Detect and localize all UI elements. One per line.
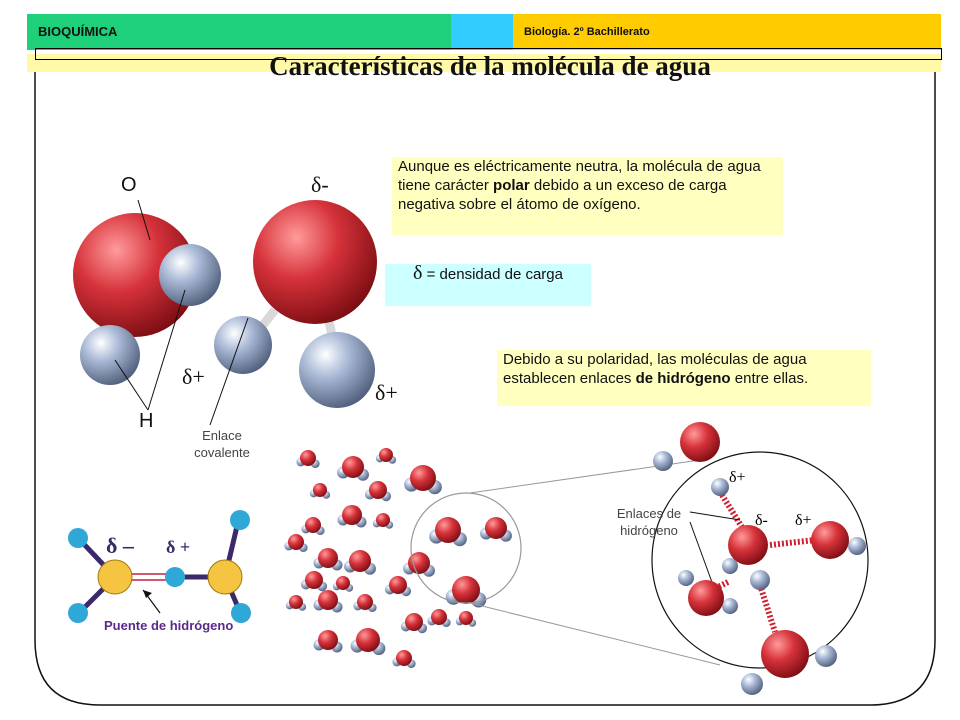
cluster-oxygen xyxy=(410,465,436,491)
hb-delta-minus: δ – xyxy=(106,533,134,558)
zoom-hydrogen xyxy=(722,558,738,574)
label-covalent-line1: Enlace xyxy=(202,428,242,443)
box3-text-1: Debido a su polaridad, las moléculas de … xyxy=(503,351,807,387)
header-course-bar xyxy=(513,14,941,50)
zoom-hydrogen xyxy=(653,451,673,471)
label-hydrogen: H xyxy=(139,410,154,432)
cluster-oxygen xyxy=(336,576,350,590)
box1-text-2: debido a un exceso de carga negativa sob… xyxy=(398,177,727,213)
hydrogen-atom-1b xyxy=(80,325,140,385)
zoom-hydrogen xyxy=(848,537,866,555)
cluster-oxygen xyxy=(452,576,480,604)
cluster-oxygen xyxy=(405,613,423,631)
hb-caption: Puente de hidrógeno xyxy=(104,618,234,633)
cluster-oxygen xyxy=(376,513,390,527)
cluster-oxygen xyxy=(313,483,327,497)
hydrogen-atom-1a xyxy=(159,244,221,306)
hb-oxygen-right xyxy=(207,559,243,595)
cluster-oxygen xyxy=(342,456,364,478)
zoom-hydrogen xyxy=(815,645,837,667)
cluster-oxygen xyxy=(305,571,323,589)
header-subject: BIOQUÍMICA xyxy=(38,24,118,39)
cluster-oxygen xyxy=(288,534,304,550)
label-delta-minus: δ- xyxy=(311,172,329,197)
oxygen-atom-2 xyxy=(253,200,377,324)
cluster-oxygen xyxy=(318,630,338,650)
hydrogen-bond-info-box: Debido a su polaridad, las moléculas de … xyxy=(497,350,871,406)
zoom-oxygen xyxy=(688,580,724,616)
zoom-hydrogen xyxy=(741,673,763,695)
zoom-hydrogen xyxy=(678,570,694,586)
header-accent-bar xyxy=(451,14,513,50)
label-covalent-bond: Enlace covalente xyxy=(180,427,264,461)
hydrogen-atom-2b xyxy=(299,332,375,408)
header-subject-bar xyxy=(27,14,451,50)
cluster-oxygen xyxy=(431,609,447,625)
label-oxygen: O xyxy=(121,174,137,196)
title-box xyxy=(35,48,942,60)
zoom-delta-plus-top: δ+ xyxy=(729,469,746,486)
cluster-oxygen xyxy=(435,517,461,543)
cluster-oxygen xyxy=(379,448,393,462)
cluster-oxygen xyxy=(389,576,407,594)
zoom-delta-minus: δ- xyxy=(755,512,768,529)
zoom-hydrogen xyxy=(722,598,738,614)
cluster-oxygen xyxy=(349,550,371,572)
zoom-oxygen xyxy=(761,630,809,678)
cluster-oxygen xyxy=(318,548,338,568)
magnifier-circle xyxy=(410,492,522,604)
cluster-oxygen xyxy=(356,628,380,652)
cluster-oxygen xyxy=(300,450,316,466)
polarity-info-box: Aunque es eléctricamente neutra, la molé… xyxy=(392,157,783,235)
cluster-oxygen xyxy=(396,650,412,666)
label-delta-plus-1: δ+ xyxy=(182,364,205,389)
zoom-circle xyxy=(651,451,869,669)
cluster-oxygen xyxy=(289,595,303,609)
box3-text-2: entre ellas. xyxy=(730,370,809,387)
header-course: Biología. 2º Bachillerato xyxy=(524,26,650,38)
cluster-oxygen xyxy=(459,611,473,625)
zoom-hydrogen xyxy=(711,478,729,496)
cluster-oxygen xyxy=(357,594,373,610)
label-hbonds-line2: hidrógeno xyxy=(620,523,678,538)
page-title: Características de la molécula de agua xyxy=(269,51,711,81)
hydrogen-atom-2a xyxy=(214,316,272,374)
zoom-oxygen xyxy=(811,521,849,559)
label-covalent-line2: covalente xyxy=(194,445,250,460)
cluster-oxygen xyxy=(318,590,338,610)
zoom-delta-plus-right: δ+ xyxy=(795,512,812,529)
hb-oxygen-left xyxy=(97,559,133,595)
hb-delta-plus: δ + xyxy=(166,537,191,557)
box1-text-1: Aunque es eléctricamente neutra, la molé… xyxy=(398,158,761,194)
zoom-oxygen xyxy=(680,422,720,462)
oxygen-atom-1 xyxy=(73,213,197,337)
zoom-oxygen xyxy=(728,525,768,565)
label-hbonds-line1: Enlaces de xyxy=(616,506,682,521)
cluster-oxygen xyxy=(342,505,362,525)
cluster-oxygen xyxy=(485,517,507,539)
charge-density-box: δ = densidad de carga xyxy=(385,262,591,306)
box2-text: = densidad de carga xyxy=(422,266,563,283)
box2-delta: δ xyxy=(413,262,423,284)
hb-hydrogen-middle xyxy=(165,567,185,587)
zoom-hydrogen xyxy=(750,570,770,590)
cluster-oxygen xyxy=(305,517,321,533)
box1-bold: polar xyxy=(493,177,530,194)
label-delta-plus-2: δ+ xyxy=(375,380,398,405)
cluster-oxygen xyxy=(408,552,430,574)
title-strip xyxy=(27,54,941,72)
box3-bold: de hidrógeno xyxy=(635,370,731,387)
cluster-oxygen xyxy=(369,481,387,499)
label-hydrogen-bonds: Enlaces de hidrógeno xyxy=(601,505,697,539)
